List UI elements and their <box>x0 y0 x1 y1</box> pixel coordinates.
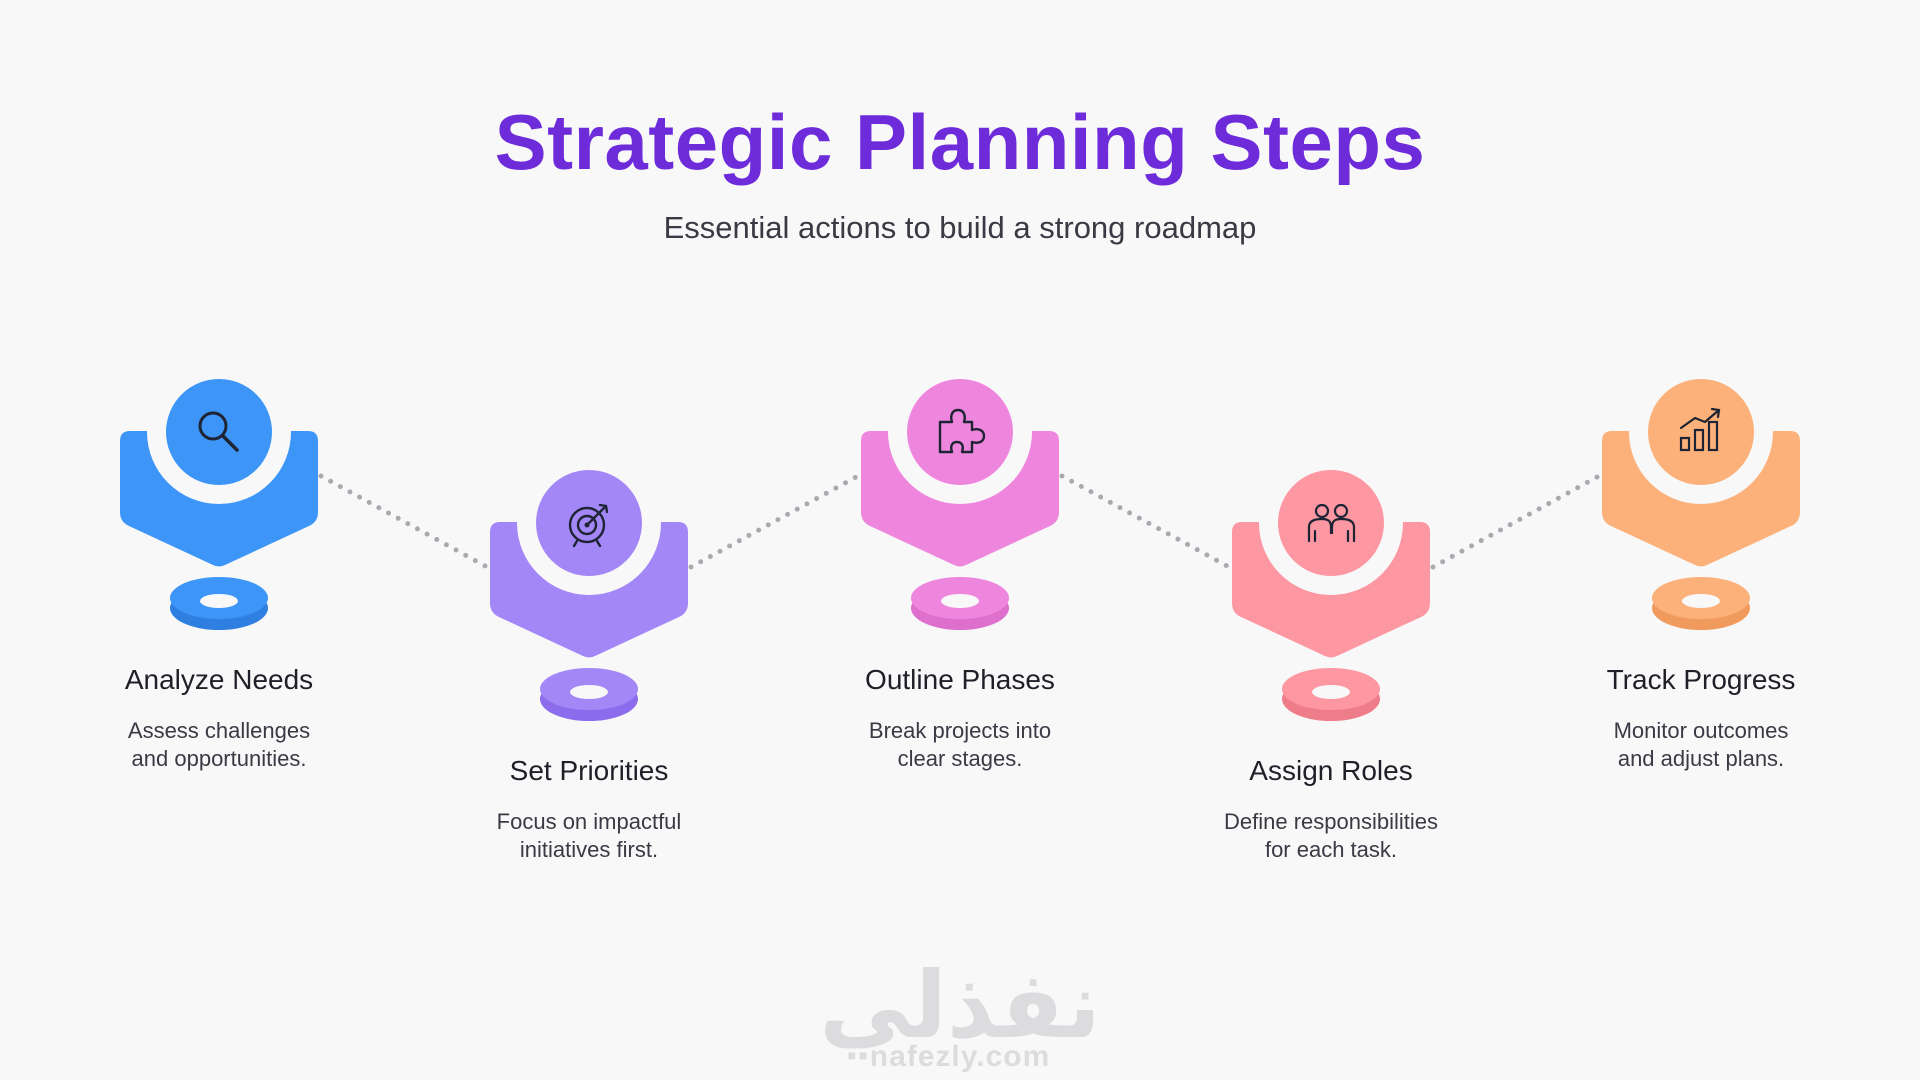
step-title: Track Progress <box>1606 664 1796 695</box>
step-title: Set Priorities <box>509 755 669 786</box>
step-text-analyze-needs: Analyze Needs Assess challenges and oppo… <box>59 663 379 773</box>
step-marker-4 <box>1602 360 1800 630</box>
watermark-url: nafezly.com <box>869 1040 1051 1073</box>
marker-head <box>907 379 1013 485</box>
page-subtitle: Essential actions to build a strong road… <box>663 210 1257 245</box>
marker-head <box>1648 379 1754 485</box>
magnifier-icon <box>198 411 239 452</box>
puzzle-icon <box>938 408 986 454</box>
team-icon <box>1307 503 1356 543</box>
connector-line <box>1059 473 1232 570</box>
step-marker-1 <box>490 451 688 721</box>
step-text-set-priorities: Set Priorities Focus on impactful initia… <box>429 754 749 864</box>
page-title: Strategic Planning Steps <box>494 98 1426 186</box>
watermark-logo: نفذلي <box>819 955 1101 1057</box>
marker-base <box>540 668 638 721</box>
step-title: Assign Roles <box>1249 755 1413 786</box>
markers-layer <box>120 360 1800 721</box>
target-icon <box>568 503 609 548</box>
connector-line <box>318 473 490 570</box>
step-description: Monitor outcomes and adjust plans. <box>1613 718 1789 771</box>
step-title: Outline Phases <box>865 664 1055 695</box>
step-description: Focus on impactful initiatives first. <box>496 809 682 862</box>
step-text-track-progress: Track Progress Monitor outcomes and adju… <box>1541 663 1861 773</box>
step-marker-3 <box>1232 451 1430 721</box>
step-marker-0 <box>120 360 318 630</box>
marker-base <box>911 577 1009 630</box>
step-title: Analyze Needs <box>124 664 314 695</box>
connector-line <box>1430 473 1602 570</box>
step-marker-2 <box>861 360 1059 630</box>
step-description: Break projects into clear stages. <box>868 718 1052 771</box>
step-description: Define responsibilities for each task. <box>1224 809 1438 862</box>
step-text-outline-phases: Outline Phases Break projects into clear… <box>800 663 1120 773</box>
step-description: Assess challenges and opportunities. <box>127 718 311 771</box>
marker-base <box>1652 577 1750 630</box>
growth-chart-icon <box>1679 407 1721 452</box>
marker-base <box>1282 668 1380 721</box>
connectors-layer <box>318 473 1602 570</box>
connector-line <box>688 473 861 570</box>
header: Strategic Planning Steps Essential actio… <box>0 96 1920 246</box>
step-text-assign-roles: Assign Roles Define responsibilities for… <box>1171 754 1491 864</box>
marker-head <box>166 379 272 485</box>
marker-base <box>170 577 268 630</box>
